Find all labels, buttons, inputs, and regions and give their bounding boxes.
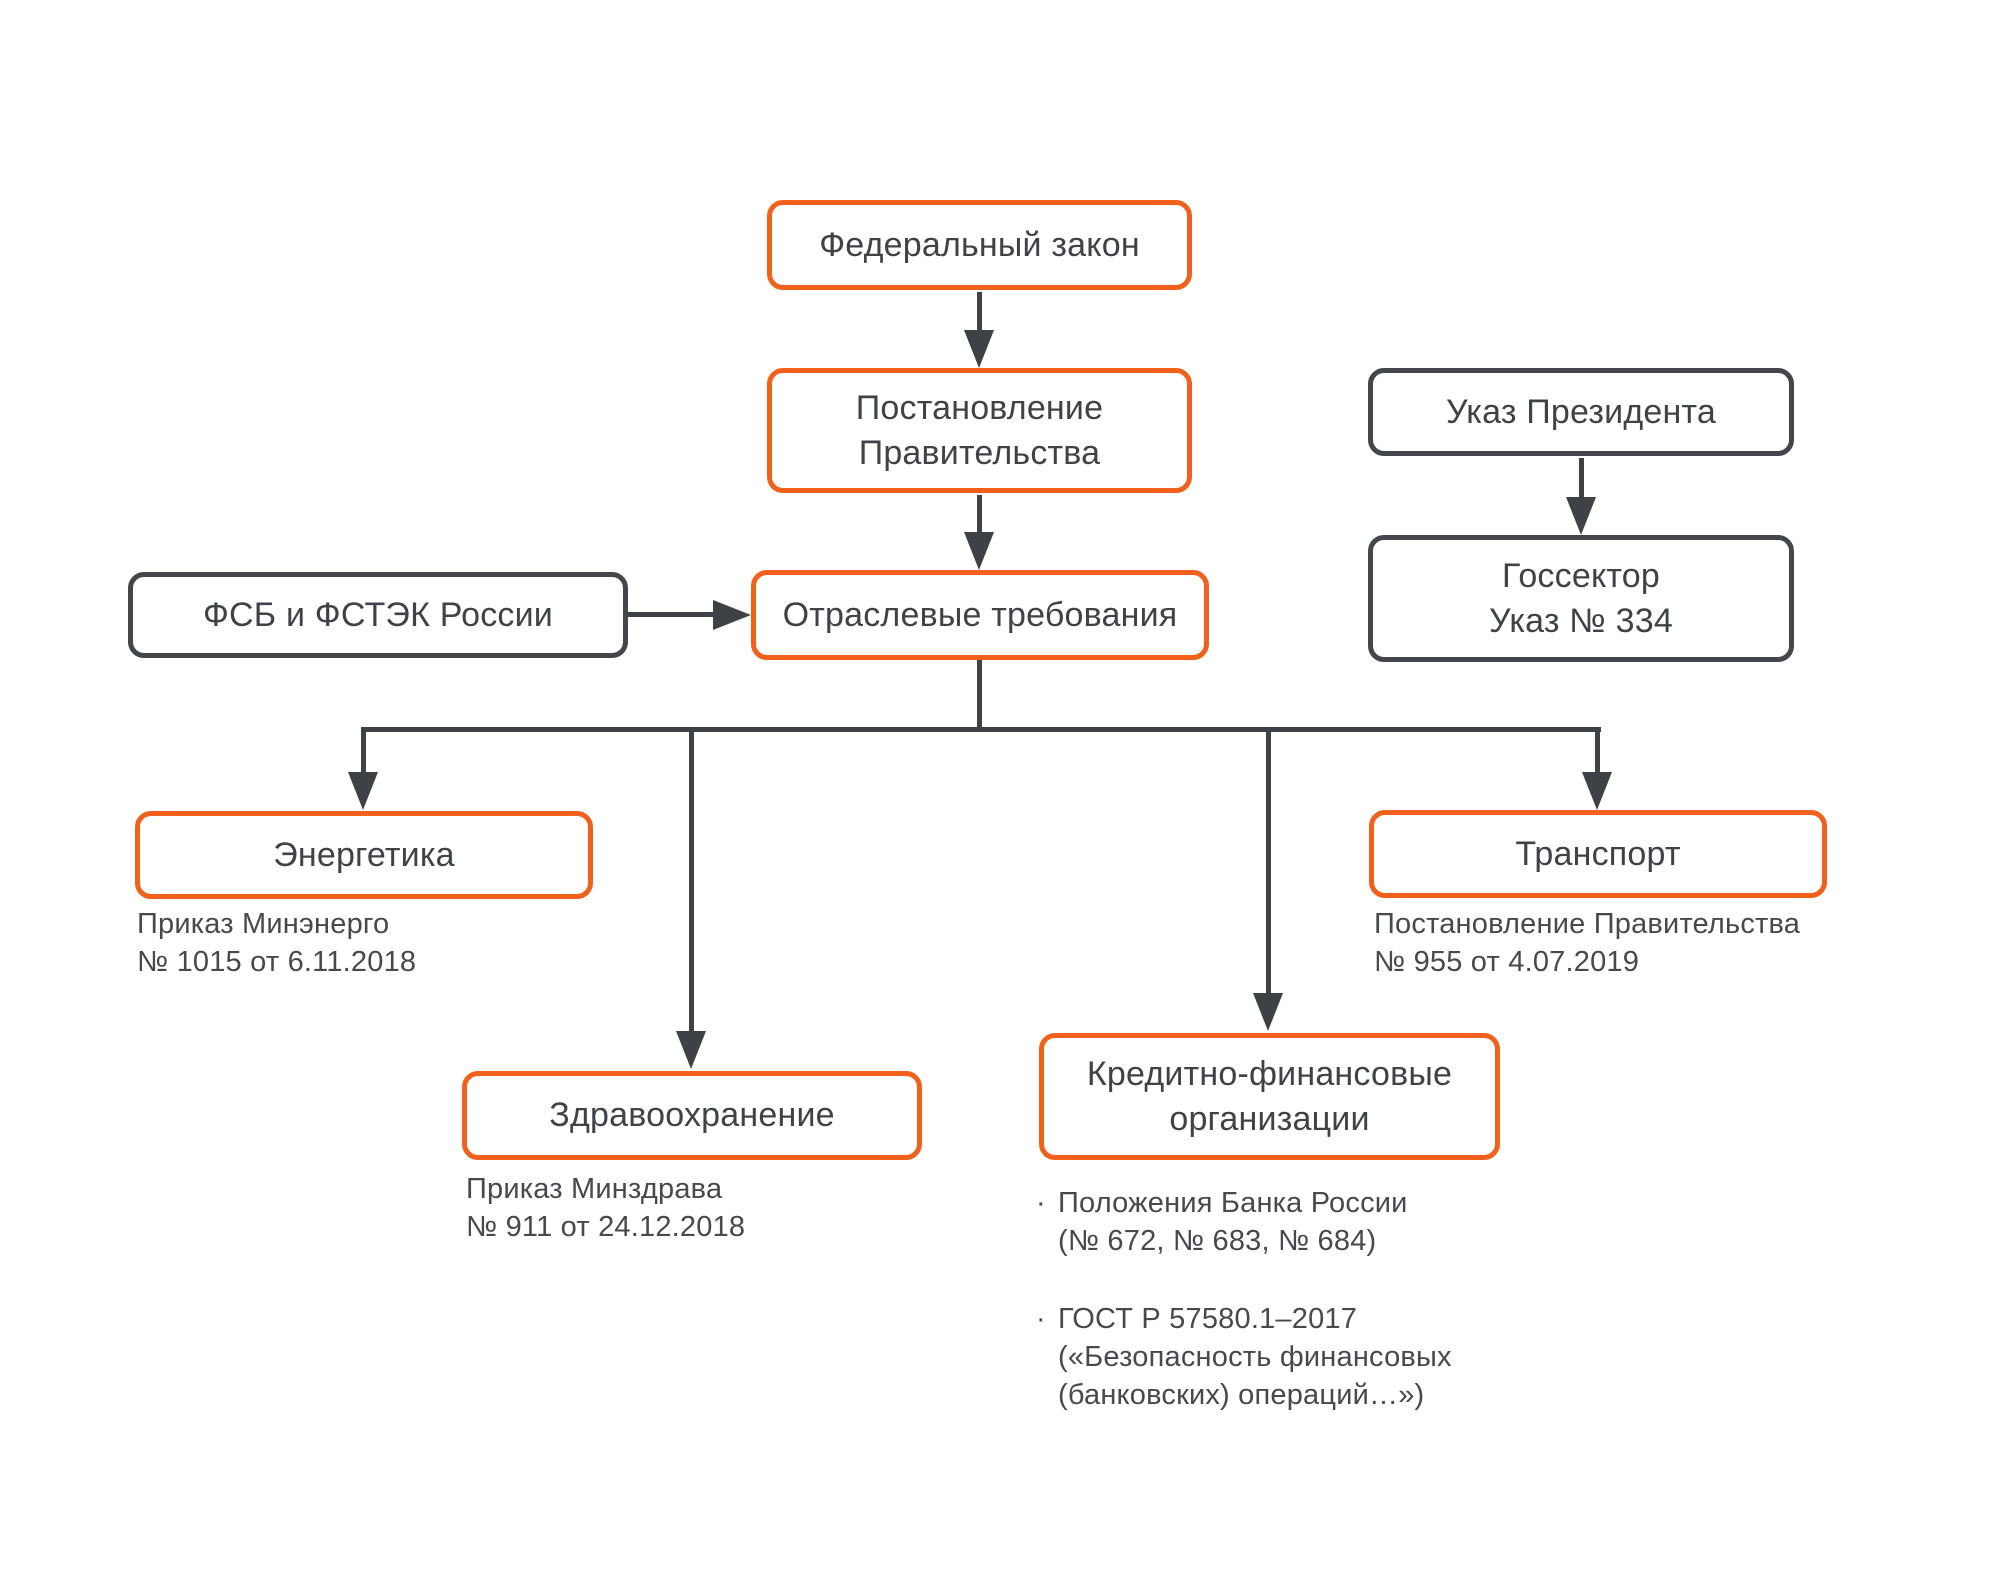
arrow-shaft-credit [1266,727,1271,994]
node-transport: Транспорт [1369,810,1827,898]
credit-finance-bullet-2-text: ГОСТ Р 57580.1–2017 («Безопасность финан… [1058,1303,1452,1411]
node-federal-law: Федеральный закон [767,200,1192,290]
caption-energy: Приказ Минэнерго № 1015 от 6.11.2018 [137,908,417,978]
credit-finance-bullet-1: · Положения Банка России (№ 672, № 683, … [1036,1184,1466,1260]
arrow-shaft-healthcare [689,727,694,1032]
node-gov-sector-label: Госсектор Указ № 334 [1489,556,1673,640]
node-healthcare-label: Здравоохранение [549,1096,835,1134]
branch-stub [977,660,982,732]
node-fsb-fstek: ФСБ и ФСТЭК России [128,572,628,658]
arrowhead-down-icon [676,1031,706,1069]
arrow-shaft [628,612,715,617]
node-gov-sector: Госсектор Указ № 334 [1368,535,1794,662]
arrowhead-down-icon [1253,993,1283,1031]
arrow-shaft [977,495,982,535]
node-credit-finance: Кредитно-финансовые организации [1039,1033,1500,1160]
credit-finance-bullet-2: · ГОСТ Р 57580.1–2017 («Безопасность фин… [1036,1300,1496,1414]
arrowhead-down-icon [964,532,994,570]
arrowhead-down-icon [1582,772,1612,810]
arrow-shaft [977,292,982,334]
bullet-dot-icon: · [1036,1303,1046,1335]
node-industry-requirements: Отраслевые требования [751,570,1209,660]
bullet-dot-icon: · [1036,1187,1046,1219]
node-energy-label: Энергетика [273,835,455,874]
arrowhead-right-icon [713,600,751,630]
arrowhead-down-icon [964,330,994,368]
node-credit-finance-label: Кредитно-финансовые организации [1086,1054,1453,1138]
node-government-decree-label: Постановление Правительства [855,388,1104,472]
arrow-shaft-energy [361,727,366,774]
arrow-shaft [1579,458,1584,500]
node-industry-requirements-label: Отраслевые требования [782,595,1178,634]
caption-transport: Постановление Правительства № 955 от 4.0… [1374,908,1801,978]
node-healthcare: Здравоохранение [462,1071,922,1160]
arrowhead-down-icon [348,772,378,810]
node-presidential-decree-label: Указ Президента [1446,392,1716,431]
node-government-decree: Постановление Правительства [767,368,1192,493]
node-fsb-fstek-label: ФСБ и ФСТЭК России [202,595,553,634]
credit-finance-bullet-1-text: Положения Банка России (№ 672, № 683, № … [1058,1187,1408,1257]
node-transport-label: Транспорт [1515,834,1681,873]
node-energy: Энергетика [135,811,593,899]
caption-healthcare: Приказ Минздрава № 911 от 24.12.2018 [466,1173,746,1243]
node-presidential-decree: Указ Президента [1368,368,1794,456]
branch-horizontal-line [361,727,1601,732]
node-federal-law-label: Федеральный закон [819,225,1140,264]
arrowhead-down-icon [1566,497,1596,535]
arrow-shaft-transport [1595,727,1600,774]
